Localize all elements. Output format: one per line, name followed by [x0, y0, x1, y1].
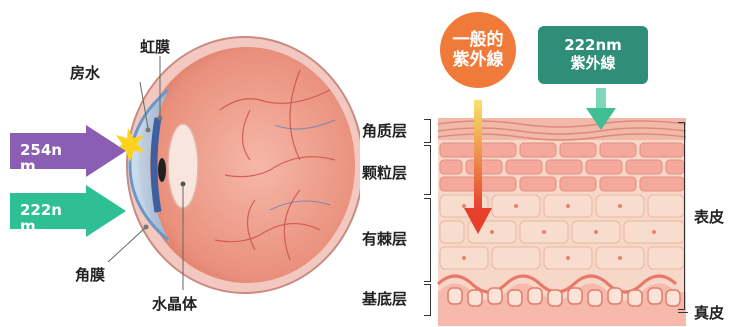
iris-label: 虹膜 — [140, 40, 170, 55]
bracket-dermis — [678, 312, 688, 327]
layer-stratum-spinosum: 有棘层 — [362, 232, 407, 247]
cornea-label: 角膜 — [75, 268, 105, 283]
skin-diagram: 一般的 紫外線 222nm 紫外線 角质层 颗粒层 有棘层 基底层 表皮 真皮 — [360, 0, 732, 326]
bracket-granulosum — [424, 145, 431, 195]
dermis-label: 真皮 — [694, 306, 724, 321]
layer-stratum-corneum: 角质层 — [362, 124, 407, 139]
layer-stratum-granulosum: 颗粒层 — [362, 166, 407, 181]
lens-label: 水晶体 — [152, 297, 197, 312]
aqueous-humor-label: 房水 — [70, 66, 100, 81]
general-uv-badge: 一般的 紫外線 — [440, 12, 516, 88]
eye-diagram: 房水 虹膜 角膜 水晶体 254nm 222nm — [0, 0, 360, 326]
bracket-basale — [424, 284, 431, 316]
layer-stratum-basale: 基底层 — [362, 292, 407, 307]
uv-254nm-text: 254nm — [20, 142, 68, 174]
bracket-epidermis — [678, 122, 685, 310]
uv-222nm-text: 222nm — [20, 202, 68, 234]
uv-254nm-arrow: 254nm — [10, 125, 128, 177]
uv-222nm-badge: 222nm 紫外線 — [538, 26, 648, 84]
bracket-spinosum — [424, 198, 431, 282]
epidermis-label: 表皮 — [694, 210, 724, 225]
bracket-corneum — [424, 119, 431, 143]
uv-222nm-arrow: 222nm — [10, 185, 128, 237]
